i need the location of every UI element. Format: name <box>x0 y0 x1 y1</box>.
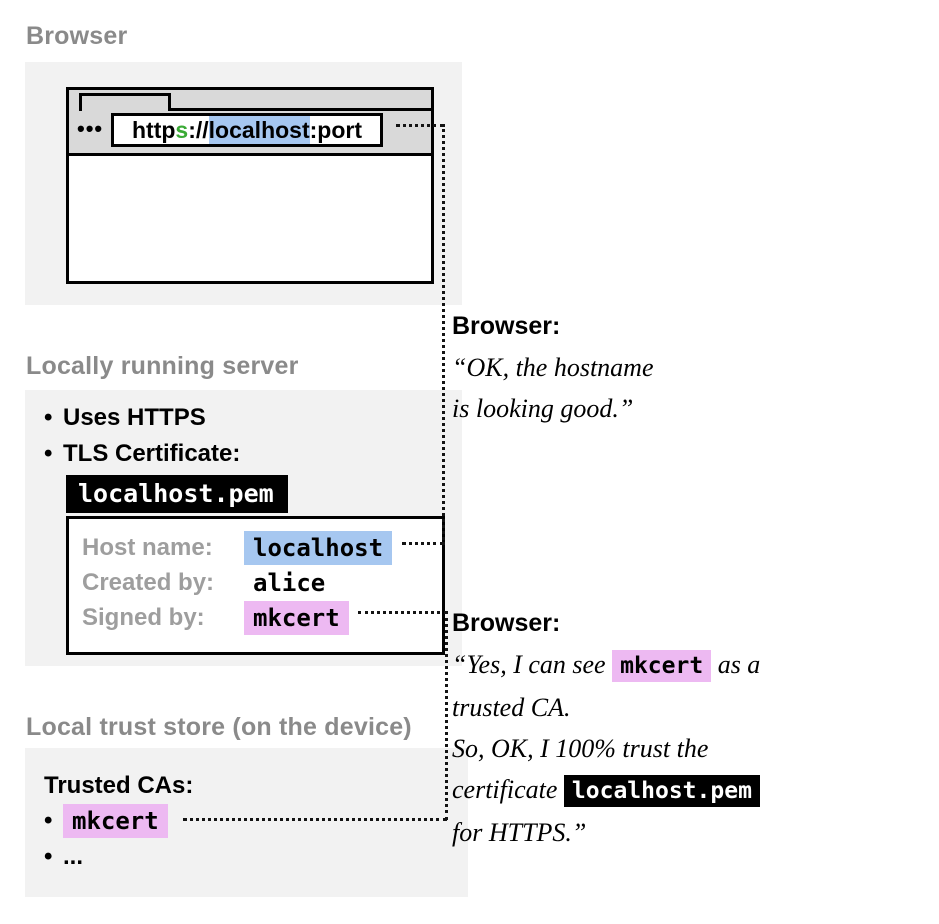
menu-dots-icon: ••• <box>77 116 104 141</box>
server-section-heading: Locally running server <box>26 352 299 380</box>
note-title: Browser: <box>452 609 561 637</box>
trusted-ca-mkcert: • mkcert <box>44 804 168 838</box>
note-text: certificate <box>452 775 564 804</box>
browser-section-heading: Browser <box>26 22 128 50</box>
cert-value-created-by: alice <box>253 568 326 597</box>
server-feature-list: • Uses HTTPS • TLS Certificate: <box>44 400 240 472</box>
note-line: So, OK, I 100% trust the <box>452 734 709 763</box>
connector-url-to-down <box>396 124 444 127</box>
mkcert-chip: mkcert <box>612 650 712 682</box>
bullet-uses-https: • Uses HTTPS <box>44 400 240 436</box>
bullet-marker: • <box>44 404 53 431</box>
connector-signedby-stub <box>358 611 447 614</box>
url-scheme: http <box>131 117 176 143</box>
trusted-ca-ellipsis-label: ... <box>63 843 84 870</box>
bullet-marker: • <box>44 440 53 467</box>
bullet-tls-certificate-label: TLS Certificate: <box>63 440 241 467</box>
certificate-box: Host name: localhost Created by: alice S… <box>66 516 445 655</box>
cert-label-created-by: Created by: <box>82 568 215 596</box>
cert-value-hostname: localhost <box>244 530 393 565</box>
localhost-pem-chip: localhost.pem <box>563 775 760 807</box>
tabstrip-divider <box>171 108 431 111</box>
cert-row-signed-by: Signed by: mkcert <box>82 600 442 635</box>
note-line: “OK, the hostname <box>452 353 654 382</box>
cert-file-chip: localhost.pem <box>66 475 288 513</box>
note-title: Browser: <box>452 312 561 340</box>
browser-tab <box>79 93 171 111</box>
bullet-tls-certificate: • TLS Certificate: <box>44 436 240 472</box>
url-separator: :// <box>188 117 209 143</box>
note-line: is looking good.” <box>452 394 634 423</box>
url-port: :port <box>309 117 362 143</box>
cert-row-created-by: Created by: alice <box>82 565 442 600</box>
bullet-marker: • <box>44 807 53 834</box>
connector-url-to-hostname-vertical <box>442 124 445 545</box>
connector-hostname-stub <box>402 542 444 545</box>
note-line: trusted CA. <box>452 693 571 722</box>
browser-note-trust: Browser: “Yes, I can see mkcert as a tru… <box>452 609 932 853</box>
note-line: certificate localhost.pem <box>452 769 932 812</box>
note-line: for HTTPS.” <box>452 818 587 847</box>
trust-store-heading: Local trust store (on the device) <box>26 713 412 741</box>
trusted-cas-title: Trusted CAs: <box>44 772 194 799</box>
bullet-marker: • <box>44 843 53 870</box>
cert-value-signed-by: mkcert <box>244 600 349 635</box>
connector-mkcert-vertical <box>445 611 448 820</box>
cert-row-hostname: Host name: localhost <box>82 530 442 565</box>
url-hostname-highlight: localhost <box>208 116 310 144</box>
url-secure-s: s <box>175 117 189 143</box>
cert-label-signed-by: Signed by: <box>82 603 205 631</box>
note-text: “Yes, I can see <box>452 650 613 679</box>
browser-note-hostname: Browser: “OK, the hostname is looking go… <box>452 312 654 429</box>
trusted-ca-mkcert-chip: mkcert <box>63 804 168 838</box>
trusted-ca-ellipsis: • ... <box>44 843 83 871</box>
cert-label-hostname: Host name: <box>82 533 213 561</box>
bullet-uses-https-label: Uses HTTPS <box>63 404 206 431</box>
note-text: as a <box>711 650 761 679</box>
connector-truststore-stub <box>183 818 447 821</box>
note-line: “Yes, I can see mkcert as a <box>452 644 932 687</box>
